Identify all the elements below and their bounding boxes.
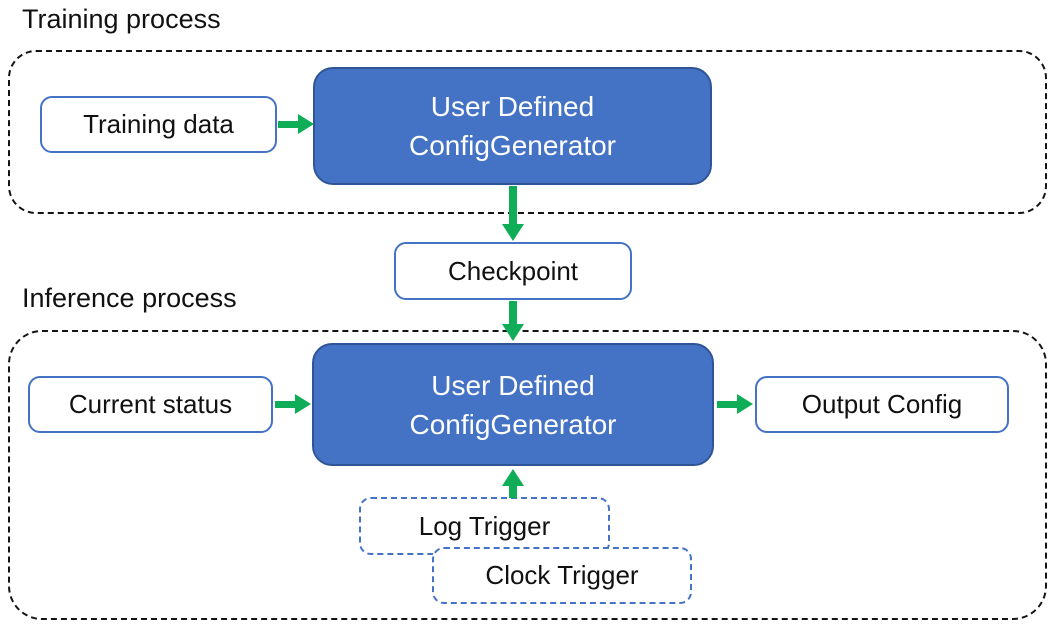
config-generator-training-node: User Defined ConfigGenerator [313,67,712,185]
log-trigger-node: Log Trigger [359,497,610,555]
arrow-shaft [509,186,517,226]
clock-trigger-label: Clock Trigger [485,560,639,590]
config-generator-label-line2: ConfigGenerator [409,408,617,440]
arrow-head-down-icon [502,224,524,241]
arrow-shaft [509,484,517,498]
config-generator-label-line2: ConfigGenerator [408,130,616,161]
config-generator-inference-node: User Defined ConfigGenerator [312,343,714,466]
arrow-shaft [717,401,739,408]
arrow-shaft [278,121,300,128]
output-config-node: Output Config [755,376,1009,433]
checkpoint-label: Checkpoint [447,255,579,286]
inference-process-region [8,330,1047,620]
arrow-head-right-icon [295,394,311,414]
training-data-label: Training data [83,109,234,139]
arrow-shaft [275,401,297,408]
log-trigger-label: Log Trigger [418,510,551,541]
config-generator-label-line1: User Defined [431,369,595,401]
arrow-head-right-icon [298,114,314,134]
checkpoint-node: Checkpoint [394,242,632,300]
current-status-node: Current status [28,376,273,433]
arrow-head-up-icon [502,469,524,486]
arrow-head-down-icon [502,324,524,341]
config-generator-label-line1: User Defined [430,91,595,122]
training-process-label: Training process [22,4,221,34]
current-status-label: Current status [68,389,233,419]
inference-process-label: Inference process [22,283,237,313]
training-process-region [8,50,1047,214]
output-config-label: Output Config [801,389,963,419]
clock-trigger-node: Clock Trigger [432,547,692,604]
arrow-head-right-icon [737,394,753,414]
arrow-shaft [509,301,517,326]
training-data-node: Training data [40,96,277,153]
